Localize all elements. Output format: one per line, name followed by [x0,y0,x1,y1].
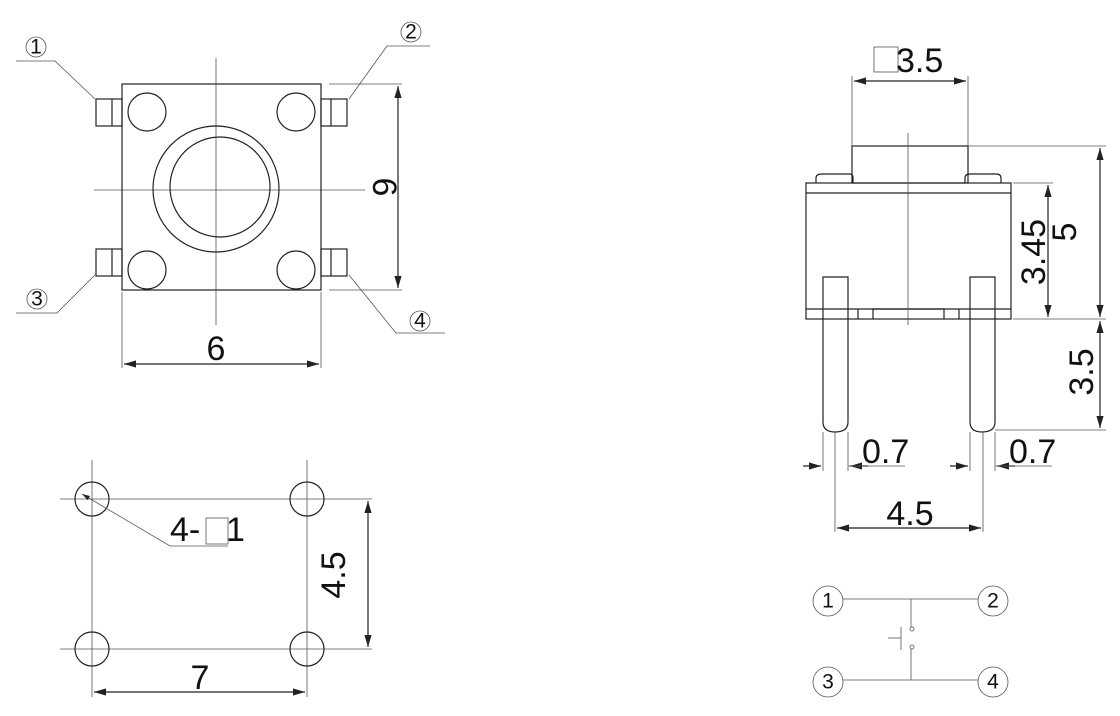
hole-label-prefix: 4- [170,511,200,549]
width-dimension: 6 [207,330,226,368]
hole [74,481,110,517]
pin-pitch-dimension: 4.5 [886,495,933,533]
pitch-horizontal: 7 [191,659,210,697]
pitch-vertical: 4.5 [315,551,353,598]
pin-label-1: 1 [30,36,42,59]
schematic-pin-4: 4 [987,671,999,694]
pin-label-3: 3 [31,288,43,311]
schematic-pin-2: 2 [987,590,999,613]
schematic: 1 2 3 4 [812,585,1009,698]
square-symbol [205,517,229,545]
pins [95,98,348,277]
total-height-dimension: 5 [1046,223,1084,242]
button [851,145,969,184]
pin-width-left: 0.7 [862,433,909,471]
pin-label-4: 4 [414,310,426,333]
pin-left [822,276,849,433]
hole [74,631,110,667]
pin-width-right: 0.7 [1009,433,1056,471]
pcb-footprint: 4- 1 4.5 7 [60,460,372,697]
hole [289,631,325,667]
button-inner [169,136,271,238]
switch-body [121,83,322,291]
pin-label-2: 2 [405,21,417,44]
corner-post [276,92,316,132]
hole [289,481,325,517]
hole-label-value: 1 [226,511,245,549]
corner-post [276,250,316,290]
button-width-symbol: □ [874,42,895,80]
body [805,182,1012,320]
pin-length-dimension: 3.5 [1063,348,1101,395]
schematic-pin-3: 3 [822,671,834,694]
height-dimension: 6 [365,178,403,197]
body-height-dimension: 3.45 [1015,219,1053,285]
top-view: 6 6 1 2 3 4 [16,21,445,368]
corner-post [127,92,167,132]
side-view: □ 3.5 5 3.45 3.5 0.7 0.7 4.5 [803,42,1106,533]
corner-post [127,250,167,290]
button-width-dimension: 3.5 [896,42,943,80]
schematic-pin-1: 1 [822,590,834,613]
button-outer [152,125,280,253]
pin-right [969,276,996,433]
